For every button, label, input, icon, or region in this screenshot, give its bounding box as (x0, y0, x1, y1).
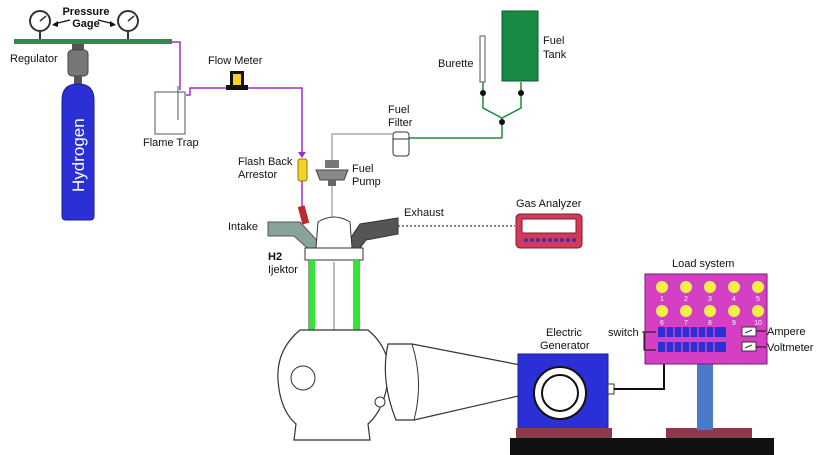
electric-generator-icon (517, 353, 615, 433)
load-button-10 (752, 305, 764, 317)
exhaust-label: Exhaust (404, 207, 444, 219)
pressure-gauge-right-icon (117, 10, 139, 39)
load-button-4 (728, 281, 740, 293)
fuel-tank-icon (501, 10, 539, 82)
regulator-label: Regulator (10, 53, 58, 65)
load-button-9 (728, 305, 740, 317)
voltmeter-icon (741, 341, 757, 352)
load-button-1 (656, 281, 668, 293)
pressure-label: Pressure (62, 6, 109, 18)
flash-back-label-2: Arrestor (238, 169, 277, 181)
load-button-label-10: 10 (754, 320, 762, 327)
valve-junction-icon (499, 119, 505, 125)
load-button-2 (680, 281, 692, 293)
switch-label: switch (608, 327, 639, 339)
fuel-pump-label-2: Pump (352, 176, 381, 188)
load-button-5 (752, 281, 764, 293)
valve-burette-icon (480, 90, 486, 96)
switch-bars (658, 327, 726, 352)
load-button-label-4: 4 (732, 296, 736, 303)
load-system-panel: 1 2 3 4 5 6 7 8 9 10 (644, 273, 768, 365)
load-button-label-9: 9 (732, 320, 736, 327)
flow-meter-icon (226, 71, 248, 90)
pressure-gauge-left-icon (29, 10, 51, 39)
h2-injector-label-2: Ijektor (268, 264, 298, 276)
fuel-filter-label-2: Filter (388, 117, 413, 129)
fuel-tank-label-1: Fuel (543, 35, 564, 47)
burette-label: Burette (438, 58, 473, 70)
load-button-label-6: 6 (660, 320, 664, 327)
fuel-tank-label-2: Tank (543, 49, 567, 61)
load-button-label-7: 7 (684, 320, 688, 327)
fuel-filter-label-1: Fuel (388, 104, 409, 116)
flash-back-label-1: Flash Back (238, 156, 293, 168)
load-button-6 (656, 305, 668, 317)
engine-crankcase-icon (277, 329, 390, 441)
load-button-label-1: 1 (660, 296, 664, 303)
gas-analyzer-icon (515, 213, 583, 249)
hydrogen-cylinder-icon (61, 83, 95, 221)
flame-trap-icon (154, 86, 186, 135)
load-button-8 (704, 305, 716, 317)
load-button-7 (680, 305, 692, 317)
burette-icon (479, 35, 486, 83)
gage-label: Gage (72, 18, 100, 30)
valve-tank-icon (518, 90, 524, 96)
load-stand-icon (697, 362, 713, 430)
intake-label: Intake (228, 221, 258, 233)
pressure-gauge-bar (14, 10, 172, 44)
test-bench-base-icon (510, 428, 774, 455)
h2-injector-icon (297, 205, 310, 225)
fuel-pump-label-1: Fuel (352, 163, 373, 175)
flash-back-arrestor-icon (297, 158, 308, 206)
load-button-label-2: 2 (684, 296, 688, 303)
load-button-label-8: 8 (708, 320, 712, 327)
fuel-filter-icon (392, 131, 410, 157)
ampere-label: Ampere (767, 326, 806, 338)
fuel-pump-icon (315, 160, 349, 226)
gas-analyzer-label: Gas Analyzer (516, 198, 582, 210)
hydrogen-label: Hydrogen (69, 118, 88, 192)
load-buttons-group: 1 2 3 4 5 6 7 8 9 10 (656, 281, 764, 327)
load-button-3 (704, 281, 716, 293)
load-button-label-5: 5 (756, 296, 760, 303)
flame-trap-label: Flame Trap (143, 137, 199, 149)
flow-meter-label: Flow Meter (208, 55, 263, 67)
voltmeter-label: Voltmeter (767, 342, 814, 354)
ampere-meter-icon (741, 326, 757, 337)
engine-cylinder-icon (308, 259, 360, 331)
h2-injector-label-1: H2 (268, 251, 282, 263)
electric-generator-label-2: Generator (540, 340, 590, 352)
load-button-label-3: 3 (708, 296, 712, 303)
load-system-label: Load system (672, 258, 734, 270)
electric-generator-label-1: Electric (546, 327, 583, 339)
shaft-cone-icon (384, 343, 537, 421)
regulator-icon (67, 44, 89, 84)
